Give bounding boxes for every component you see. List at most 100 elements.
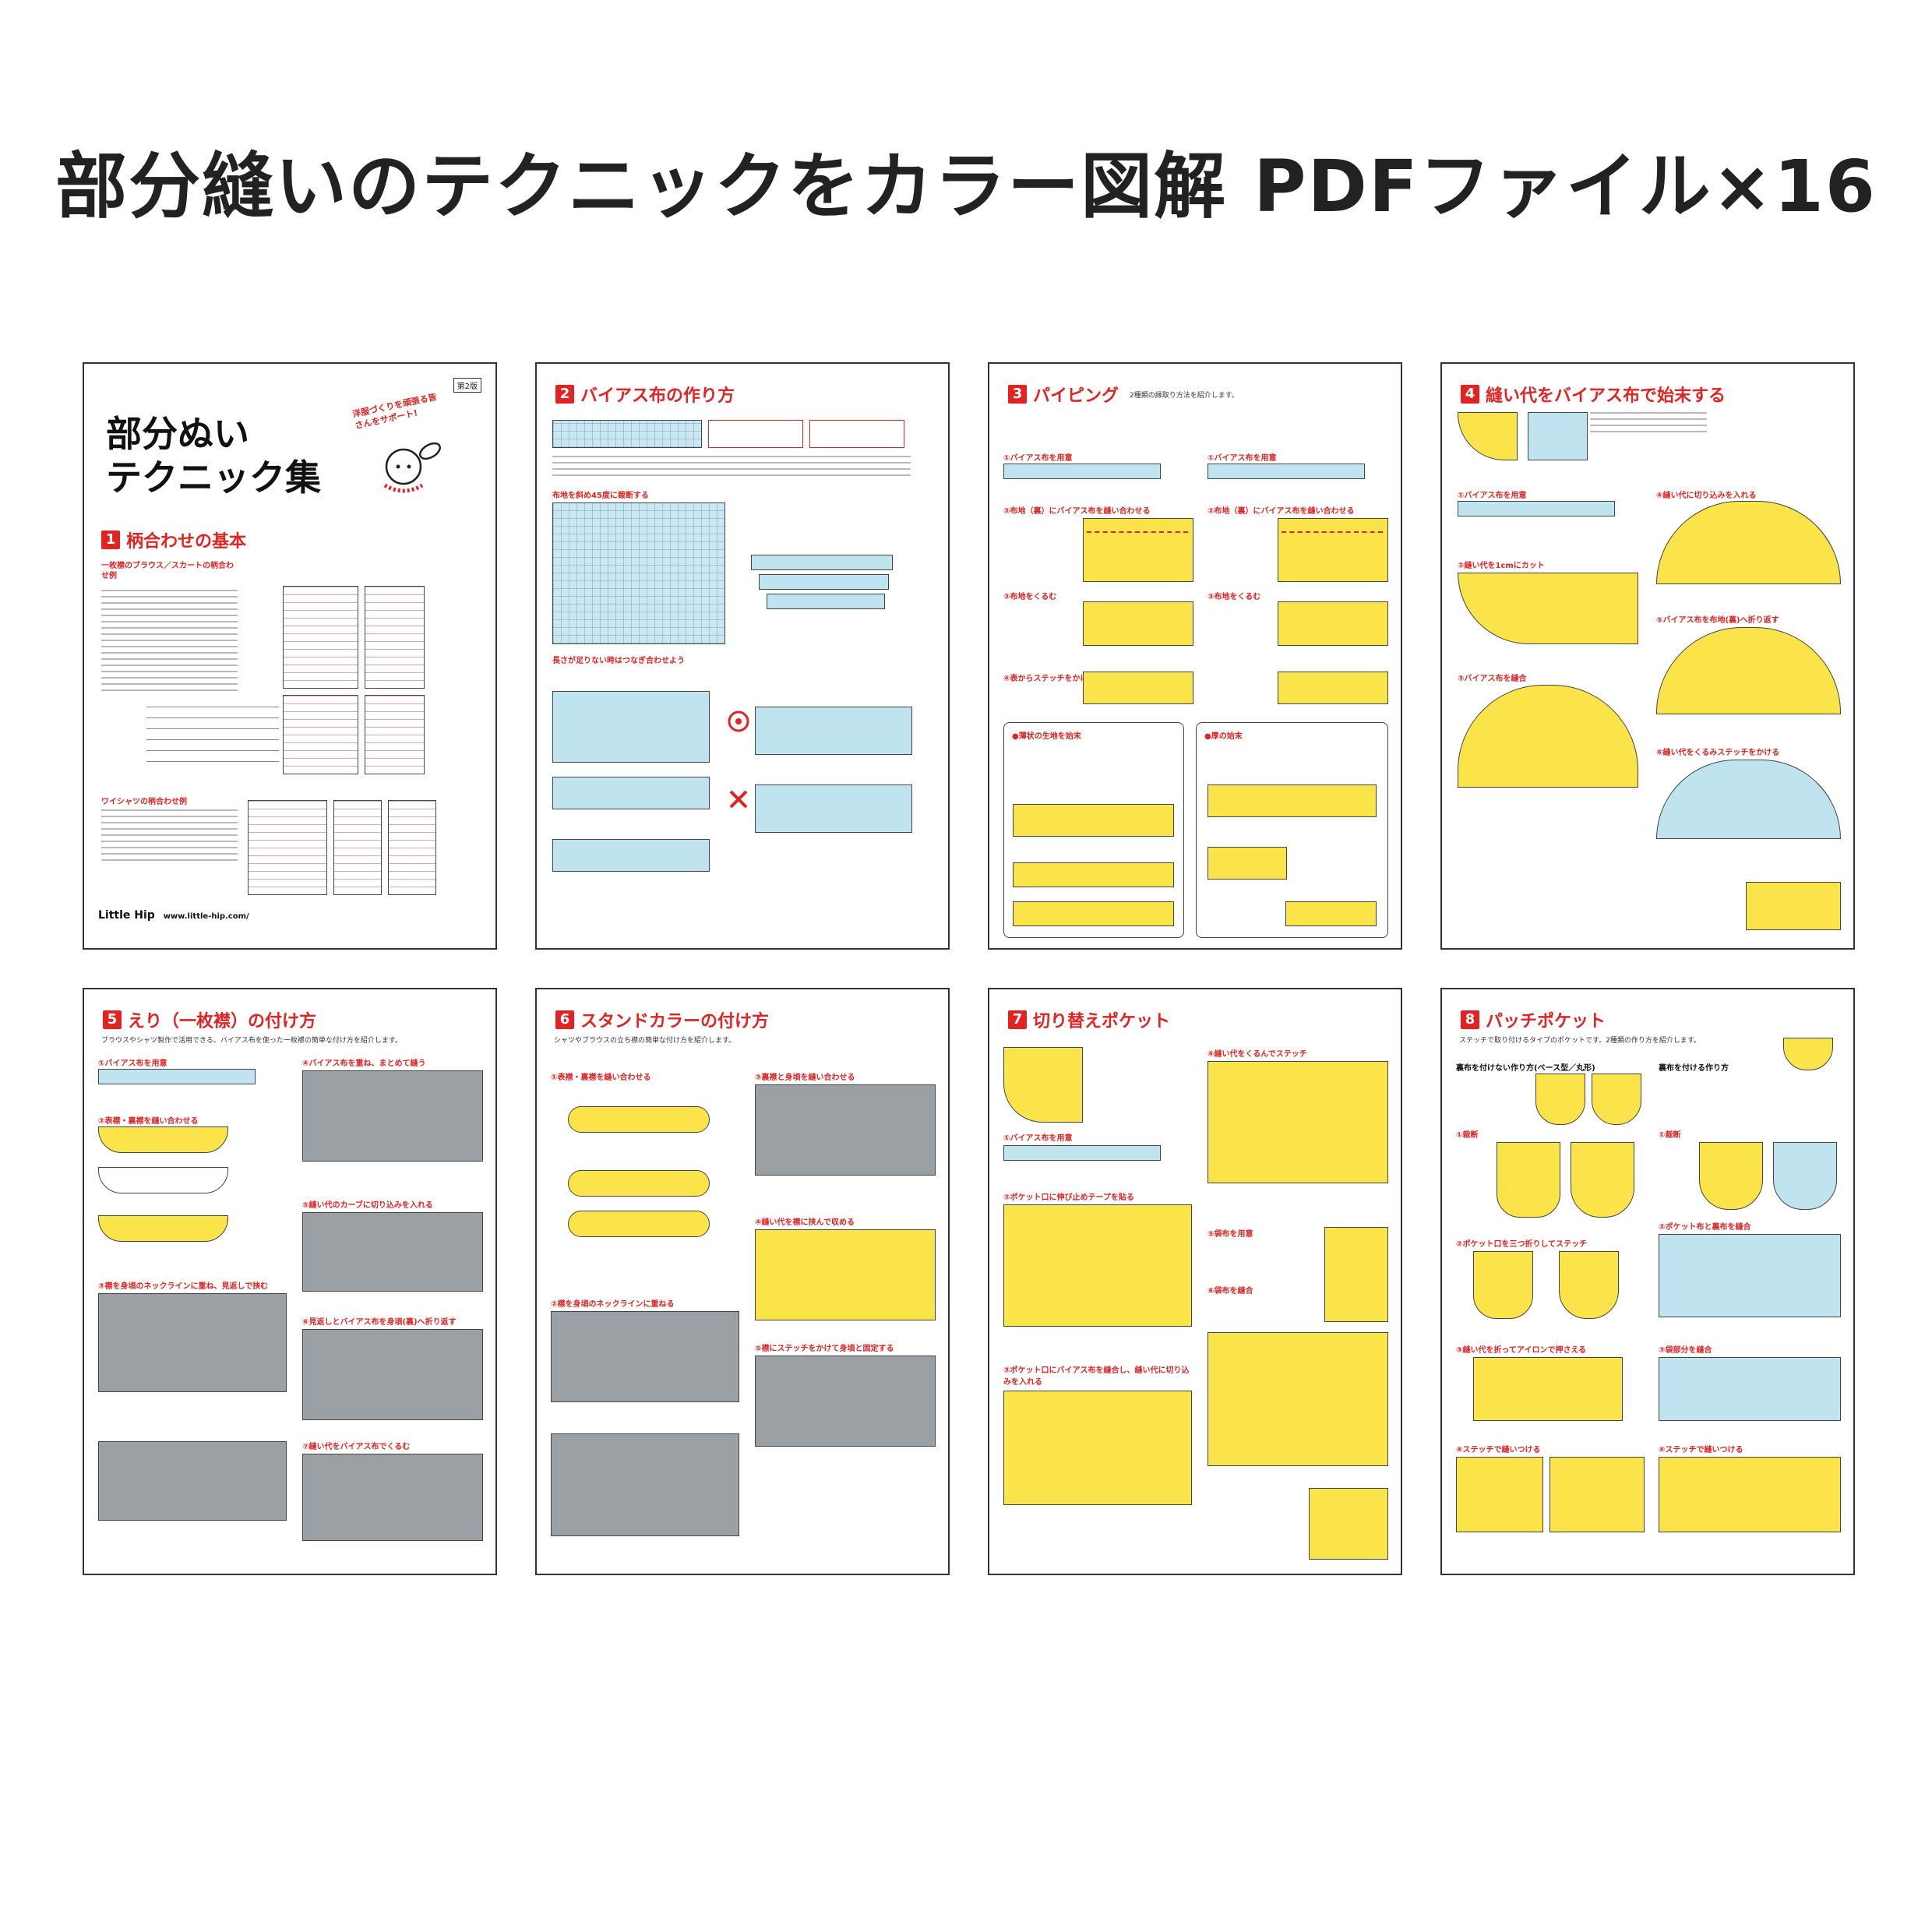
- step-label: ④バイアス布を重ね、まとめて縫う: [302, 1059, 426, 1068]
- step-label: ②ポケット口に伸び止めテープを貼る: [1003, 1193, 1134, 1202]
- fold-diagram: [302, 1329, 483, 1420]
- page-title: 切り替えポケット: [1033, 1012, 1171, 1031]
- page-title: スタンドカラーの付け方: [580, 1012, 770, 1031]
- notch-diagram: [302, 1212, 483, 1292]
- curve-example-2: [1528, 412, 1588, 460]
- skirt-pattern-2: [365, 695, 425, 774]
- neckline-diagram-1: [551, 1311, 739, 1402]
- join-diagram-2: [552, 777, 710, 809]
- join-diagram-1: [552, 691, 710, 763]
- lined-pocket: [1783, 1038, 1833, 1070]
- neckline-diagram-2: [551, 1433, 739, 1536]
- page-header: 8 パッチポケット: [1461, 1007, 1838, 1033]
- tape-diagram: [1003, 1204, 1192, 1327]
- bias-example-2: [809, 420, 904, 448]
- page-8: 8 パッチポケット ステッチで取り付けるタイプのポケットです。2種類の作り方を紹…: [1440, 988, 1855, 1575]
- headline: 部分縫いのテクニックをカラー図解 PDFファイル×16: [55, 145, 1877, 228]
- step-label: ③バイアス布を縫合: [1458, 675, 1527, 683]
- stitch-diagram-1: [302, 1070, 483, 1162]
- thick-fabric-diagram-3: [1285, 901, 1377, 926]
- cover-text-block-2: [101, 809, 238, 864]
- step-label: ④縫い代を襟に挟んで収める: [755, 1218, 855, 1227]
- brand-name: Little Hip: [98, 909, 155, 922]
- step-label: ①バイアス布を用意: [1208, 454, 1277, 463]
- shirt-pattern-2: [333, 800, 382, 895]
- target-icon: [728, 710, 749, 732]
- wrap-panel-left: [1083, 601, 1193, 646]
- page-header: 3 パイピング 2種類の縁取り方法を紹介します。: [1008, 381, 1385, 407]
- page-subtitle: ステッチで取り付けるタイプのポケットです。2種類の作り方を紹介します。: [1459, 1037, 1701, 1045]
- step-label: ③袋部分を縫合: [1659, 1346, 1712, 1355]
- page-subtitle: シャツやブラウスの立ち襟の簡単な付け方を紹介します。: [554, 1037, 736, 1045]
- page-7: 7 切り替えポケット ①バイアス布を用意 ②ポケット口に伸び止めテープを貼る ③…: [988, 988, 1402, 1575]
- lined-attach-diagram: [1659, 1457, 1841, 1532]
- page-title: えり（一枚襟）の付け方: [128, 1012, 317, 1031]
- step-label: ②布地（裏）にバイアス布を縫い合わせる: [1208, 507, 1355, 516]
- page-number: 7: [1008, 1010, 1027, 1029]
- cover-step-a: 一枚襟のブラウス／スカートの柄合わせ例: [101, 562, 234, 580]
- join-diagram-3: [552, 839, 710, 872]
- cover-title: 部分ぬい テクニック集: [106, 412, 321, 499]
- step-label: ①裁断: [1659, 1131, 1681, 1140]
- cover-section-heading: 1 柄合わせの基本: [101, 527, 246, 552]
- neckline-diagram-2: [98, 1441, 287, 1521]
- thin-fabric-diagram-3: [1013, 901, 1174, 926]
- notch-diagram: [1656, 501, 1841, 584]
- brand-url[interactable]: www.little-hip.com/: [163, 912, 249, 921]
- stitch-panel-right: [1278, 672, 1388, 704]
- thin-fabric-diagram-2: [1013, 862, 1174, 887]
- wrap-stitch-diagram: [1208, 1061, 1388, 1183]
- step-label: ⑥見返しとバイアス布を身頃(裏)へ折り返す: [302, 1318, 457, 1327]
- pocket-bag-diagram: [1324, 1227, 1388, 1322]
- cover-text-block: [101, 590, 238, 691]
- collar-piece-1: [98, 1126, 228, 1153]
- step-label: ⑤バイアス布を布地(裏)へ折り返す: [1656, 616, 1779, 625]
- step-label: ④縫い代をくるんでステッチ: [1208, 1050, 1307, 1059]
- cover-title-line2: テクニック集: [106, 457, 321, 499]
- section-number: 1: [101, 531, 120, 549]
- step-label: ②布地（裏）にバイアス布を縫い合わせる: [1003, 507, 1151, 516]
- thick-fabric-diagram-2: [1208, 847, 1287, 880]
- fold-diagram-2: [1559, 1251, 1619, 1319]
- press-diagram: [1473, 1357, 1623, 1421]
- lined-cut-1: [1699, 1142, 1763, 1210]
- support-badge: 洋服づくりを頑張る皆さんをサポート!: [351, 391, 438, 432]
- bias-strip-left: [1003, 464, 1161, 479]
- page-header: 7 切り替えポケット: [1008, 1007, 1385, 1033]
- sew-panel-right: [1278, 518, 1388, 582]
- step-label: ③襟を身頃のネックラインに重ね、見返しで挟む: [98, 1282, 269, 1291]
- step-label: ③裏襟と身頃を縫い合わせる: [755, 1074, 855, 1082]
- collar-piece-3: [98, 1215, 228, 1242]
- step-label: ①バイアス布を用意: [1458, 492, 1527, 500]
- step-label: ②襟を身頃のネックラインに重ねる: [551, 1300, 675, 1309]
- lined-cut-2: [1773, 1142, 1837, 1210]
- fold-diagram-1: [1473, 1251, 1533, 1319]
- collar-band-3: [568, 1211, 710, 1237]
- bias-strip: [1458, 501, 1615, 516]
- brand-logo: Little Hip www.little-hip.com/: [98, 909, 249, 922]
- page-3: 3 パイピング 2種類の縁取り方法を紹介します。 ①バイアス布を用意 ②布地（裏…: [988, 362, 1402, 950]
- step-label: ③ポケット口にバイアス布を縫合し、縫い代に切り込みを入れる: [1003, 1366, 1190, 1387]
- step-label: ③縫い代を折ってアイロンで押さえる: [1456, 1346, 1587, 1355]
- thick-fabric-diagram-1: [1208, 784, 1377, 817]
- box-label: ●厚の始末: [1204, 732, 1243, 741]
- edition-badge: 第2版: [453, 378, 481, 393]
- pocket-round: [1592, 1074, 1641, 1125]
- curve-example-1: [1458, 412, 1518, 460]
- page-title: パイピング: [1033, 386, 1119, 406]
- page-header: 5 えり（一枚襟）の付け方: [103, 1007, 480, 1033]
- stitch-diagram: [1656, 760, 1841, 839]
- page-header: 6 スタンドカラーの付け方: [555, 1007, 933, 1033]
- page-5: 5 えり（一枚襟）の付け方 ブラウスやシャツ製作で活用できる、バイアス布を使った…: [83, 988, 497, 1575]
- wrap-diagram: [302, 1454, 483, 1541]
- finish-diagram: [755, 1356, 936, 1447]
- wrap-panel-right: [1278, 601, 1388, 646]
- sew-bias-diagram: [1458, 685, 1638, 788]
- attach-diagram-1: [1456, 1457, 1543, 1532]
- trim-diagram: [1458, 573, 1638, 644]
- step-label: ④ステッチで縫いつける: [1659, 1446, 1743, 1454]
- step-label: ①バイアス布を用意: [1003, 454, 1073, 463]
- page-header: 2 バイアス布の作り方: [555, 381, 933, 407]
- step-label: ①表襟・裏襟を縫い合わせる: [551, 1074, 651, 1082]
- thin-fabric-diagram-1: [1013, 804, 1174, 837]
